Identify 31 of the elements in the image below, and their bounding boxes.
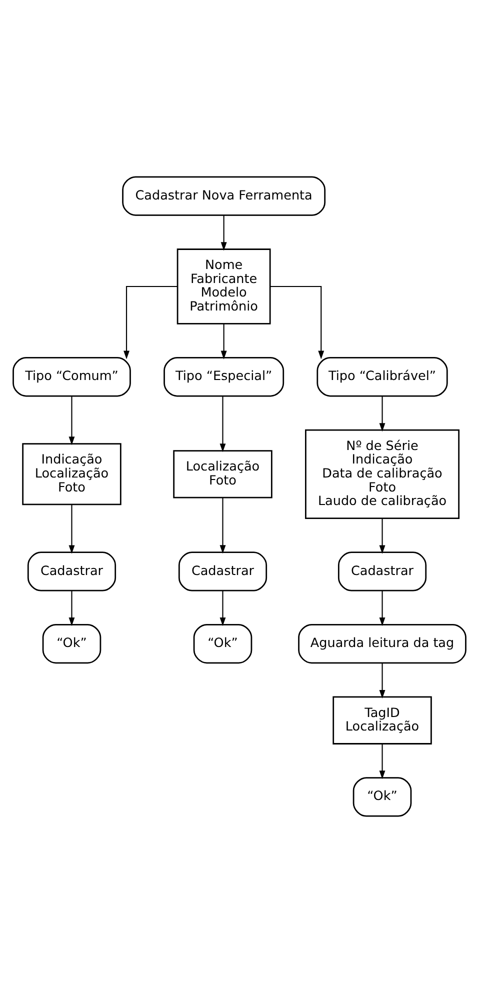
- node-box: Localização Foto: [172, 450, 272, 498]
- node-box: Nº de Série Indicação Data de calibração Foto Laudo de calibração: [304, 428, 460, 518]
- arrow: [378, 744, 385, 779]
- arrow: [68, 396, 74, 445]
- node-box: Cadastrar: [337, 551, 426, 591]
- node-box: Indicação Localização Foto: [22, 442, 121, 505]
- arrow: [378, 590, 385, 626]
- node-box: TagID Localização: [332, 696, 432, 744]
- arrow: [219, 590, 226, 626]
- node-box: Cadastrar: [178, 551, 267, 591]
- node-box: Tipo “Comum”: [12, 356, 130, 396]
- arrow: [220, 214, 226, 250]
- arrow: [219, 497, 226, 554]
- node-box: Nome Fabricante Modelo Patrimônio: [176, 248, 270, 324]
- arrow: [220, 323, 226, 359]
- arrow: [68, 504, 74, 554]
- node-box: Cadastrar: [26, 551, 116, 591]
- node-box: “Ok”: [352, 776, 412, 816]
- arrow: [378, 662, 385, 698]
- node-box: Tipo “Especial”: [163, 356, 284, 396]
- arrow: [270, 285, 324, 359]
- node-box: Aguarda leitura da tag: [298, 623, 466, 664]
- arrow: [219, 396, 226, 452]
- node-box: “Ok”: [42, 623, 101, 664]
- node-box: “Ok”: [192, 623, 252, 664]
- arrow: [378, 518, 385, 554]
- arrow: [378, 396, 385, 432]
- arrow: [123, 285, 177, 359]
- node-box: Cadastrar Nova Ferramenta: [122, 176, 326, 216]
- arrow: [68, 590, 74, 626]
- node-box: Tipo “Calibrável”: [316, 356, 448, 396]
